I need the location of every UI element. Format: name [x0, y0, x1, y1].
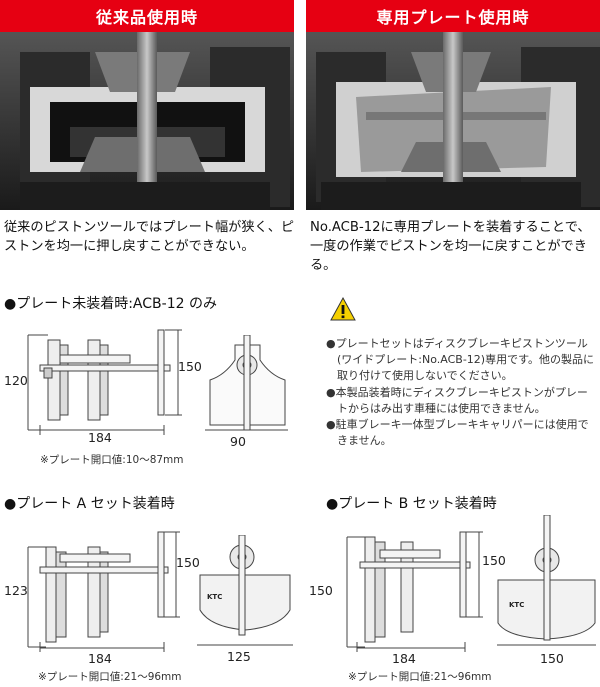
diagram-side-plate-a [27, 531, 180, 652]
warning-notes: ●プレートセットはディスクブレーキピストンツール(ワイドプレート:No.ACB-… [326, 336, 594, 449]
note-opening-3: ※プレート開口値:21～96mm [348, 671, 492, 683]
plate-label-a: KTC [207, 593, 222, 601]
dim-shaft-2: 150 [176, 555, 200, 570]
dim-height-2: 123 [4, 583, 28, 598]
note-opening-1: ※プレート開口値:10～87mm [40, 454, 184, 466]
diagram-front-plate-a: KTC [197, 535, 293, 646]
dim-plate-2: 125 [227, 649, 251, 664]
warning-item-2: ●本製品装着時にディスクブレーキピストンがプレートからはみ出す車種には使用できま… [326, 385, 588, 415]
header-conventional: 従来品使用時 [0, 0, 294, 32]
dim-plate-3: 150 [540, 651, 564, 666]
caption-dedicated-plate: No.ACB-12に専用プレートを装着することで、一度の作業でピストンを均一に戻… [310, 220, 591, 273]
dim-shaft-3: 150 [482, 553, 506, 568]
section3-title: ●プレート B セット装着時 [326, 496, 497, 512]
photo-dedicated-plate [306, 32, 600, 210]
header-dedicated-plate: 専用プレート使用時 [306, 0, 600, 32]
warning-item-1: ●プレートセットはディスクブレーキピストンツール(ワイドプレート:No.ACB-… [326, 337, 594, 383]
diagram-side-no-plate [27, 329, 182, 435]
diagram-front-plate-b: KTC [497, 515, 596, 646]
photo-conventional [0, 32, 294, 210]
note-opening-2: ※プレート開口値:21～96mm [38, 671, 182, 683]
diagram-front-no-plate [205, 335, 288, 431]
dim-width-3: 184 [392, 651, 416, 666]
warning-item-3: ●駐車ブレーキ一体型ブレーキキャリパーには使用できません。 [326, 418, 589, 448]
dim-height-1: 120 [4, 373, 28, 388]
section1-title: ●プレート未装着時:ACB-12 のみ [4, 296, 217, 312]
dim-height-3: 150 [309, 583, 333, 598]
dim-width-1: 184 [88, 430, 112, 445]
caption-conventional: 従来のピストンツールではプレート幅が狭く、ピストンを均一に押し戻すことができない… [4, 220, 295, 254]
section2-title: ●プレート A セット装着時 [4, 496, 175, 512]
dim-shaft-1: 150 [178, 359, 202, 374]
dim-width-2: 184 [88, 651, 112, 666]
dim-plate-1: 90 [230, 434, 246, 449]
diagram-side-plate-b [346, 531, 483, 652]
warning-icon [330, 296, 356, 321]
plate-label-b: KTC [509, 601, 524, 609]
